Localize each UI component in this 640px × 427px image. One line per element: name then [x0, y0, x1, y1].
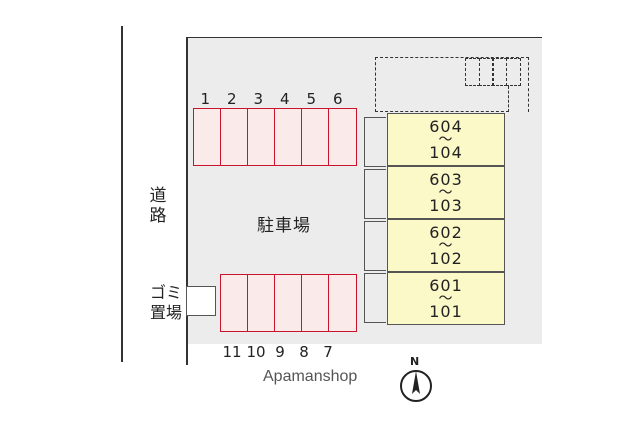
- unit-upper-number: 603: [429, 169, 463, 189]
- unit-lower-number: 103: [429, 195, 463, 215]
- bike-slot: [505, 58, 521, 86]
- slot-number: 9: [275, 343, 285, 361]
- parking-slot: [301, 108, 330, 166]
- parking-slot: [301, 274, 330, 332]
- dashed-outline-lower-edge: [375, 88, 509, 112]
- slot-number: 11: [222, 343, 242, 361]
- building-unit: 603〜103: [387, 166, 505, 219]
- slot-number: 3: [253, 90, 264, 108]
- parking-slot: [328, 274, 357, 332]
- unit-lower-number: 102: [429, 248, 463, 268]
- parking-label: 駐車場: [257, 216, 311, 236]
- slot-number: 7: [323, 343, 333, 361]
- unit-range-separator: 〜: [438, 184, 454, 201]
- unit-range-separator: 〜: [438, 237, 454, 254]
- unit-upper-number: 601: [429, 275, 463, 295]
- slot-number: 8: [299, 343, 309, 361]
- dashed-connector: [508, 86, 509, 112]
- parking-slot: [247, 108, 276, 166]
- compass-icon: [400, 370, 432, 402]
- compass-north-label: N: [410, 355, 420, 368]
- unit-lower-number: 104: [429, 142, 463, 162]
- unit-upper-number: 604: [429, 116, 463, 136]
- slot-number: 2: [226, 90, 237, 108]
- building-unit: 604〜104: [387, 113, 505, 166]
- road-label: 道 路: [148, 186, 168, 226]
- road-label-char-1: 道: [149, 186, 167, 206]
- garbage-label-line-1: ゴミ: [149, 283, 182, 302]
- parking-slot: [193, 108, 222, 166]
- compass: N: [398, 355, 434, 405]
- parking-slot: [220, 108, 249, 166]
- unit-lower-number: 101: [429, 301, 463, 321]
- lot-bottom-edge: [186, 343, 188, 365]
- road-edge-line: [121, 26, 123, 362]
- slot-number: 6: [332, 90, 343, 108]
- slot-number: 10: [246, 343, 266, 361]
- unit-range-separator: 〜: [438, 131, 454, 148]
- slot-number: 4: [279, 90, 290, 108]
- parking-slot: [247, 274, 276, 332]
- parking-slot: [328, 108, 357, 166]
- parking-slot: [274, 274, 303, 332]
- unit-upper-number: 602: [429, 222, 463, 242]
- garbage-box: [186, 286, 216, 316]
- bike-slot: [478, 58, 494, 86]
- building-unit: 602〜102: [387, 219, 505, 272]
- garbage-label-line-2: 置場: [149, 303, 182, 322]
- bike-slot: [492, 58, 507, 86]
- bike-slot: [465, 58, 480, 86]
- slot-number: 5: [306, 90, 317, 108]
- watermark-text: Apamanshop: [263, 368, 358, 385]
- entry-bracket: [364, 169, 386, 219]
- dashed-bike-slots: [465, 58, 521, 86]
- entry-bracket: [364, 117, 386, 167]
- road-label-char-2: 路: [149, 206, 167, 226]
- dashed-outline-left: [375, 57, 377, 112]
- parking-slot: [274, 108, 303, 166]
- entry-bracket: [364, 221, 386, 271]
- parking-slot: [220, 274, 249, 332]
- dashed-outline-cover: [376, 88, 508, 114]
- top-parking-row: [193, 108, 357, 166]
- building-unit: 601〜101: [387, 272, 505, 325]
- entry-bracket: [364, 273, 386, 323]
- unit-range-separator: 〜: [438, 290, 454, 307]
- garbage-label: ゴミ 置場: [146, 283, 186, 323]
- bottom-parking-row: [220, 274, 357, 332]
- slot-number: 1: [200, 90, 211, 108]
